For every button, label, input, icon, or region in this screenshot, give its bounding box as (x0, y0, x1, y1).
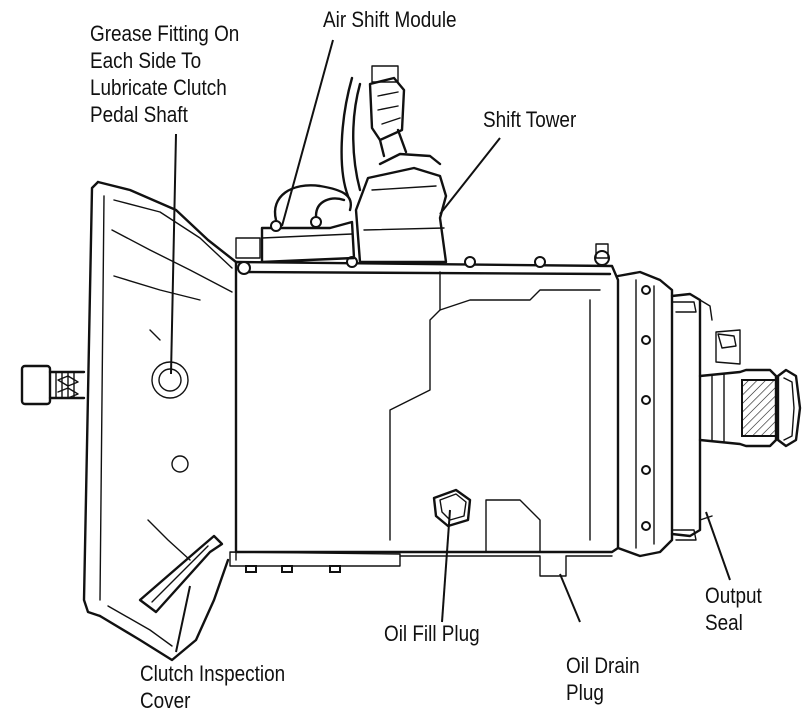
grease-fitting-callout (170, 133, 177, 375)
air-shift-module-callout (281, 39, 334, 227)
shift-tower-callout (439, 137, 501, 215)
air-shift-module-label: Air Shift Module (323, 7, 457, 32)
output-seal-label: Output Seal (705, 583, 762, 635)
oil-drain-plug-label: Oil Drain Plug (566, 653, 640, 705)
oil-drain-plug-callout (559, 573, 581, 623)
shift-tower-label: Shift Tower (483, 107, 577, 132)
output-shaft (698, 329, 802, 448)
oil-fill-plug-shape (432, 488, 472, 528)
grease-fitting-label: Grease Fitting On Each Side To Lubricate… (90, 21, 240, 127)
clutch-inspection-cover-label: Clutch Inspection Cover (140, 661, 286, 713)
clutch-inspection-cover-shape (138, 534, 224, 614)
rear-housing (616, 270, 713, 558)
output-seal-callout (705, 511, 731, 581)
input-shaft (20, 364, 86, 406)
air-shift-module-shape (235, 184, 356, 264)
oil-fill-plug-label: Oil Fill Plug (384, 621, 480, 646)
callout-lines (170, 39, 731, 653)
shift-tower-shape (340, 65, 448, 264)
clutch-housing (82, 180, 238, 662)
main-case (229, 243, 620, 577)
oil-fill-plug-callout (441, 509, 451, 623)
clutch-inspection-cover-callout (175, 585, 191, 653)
